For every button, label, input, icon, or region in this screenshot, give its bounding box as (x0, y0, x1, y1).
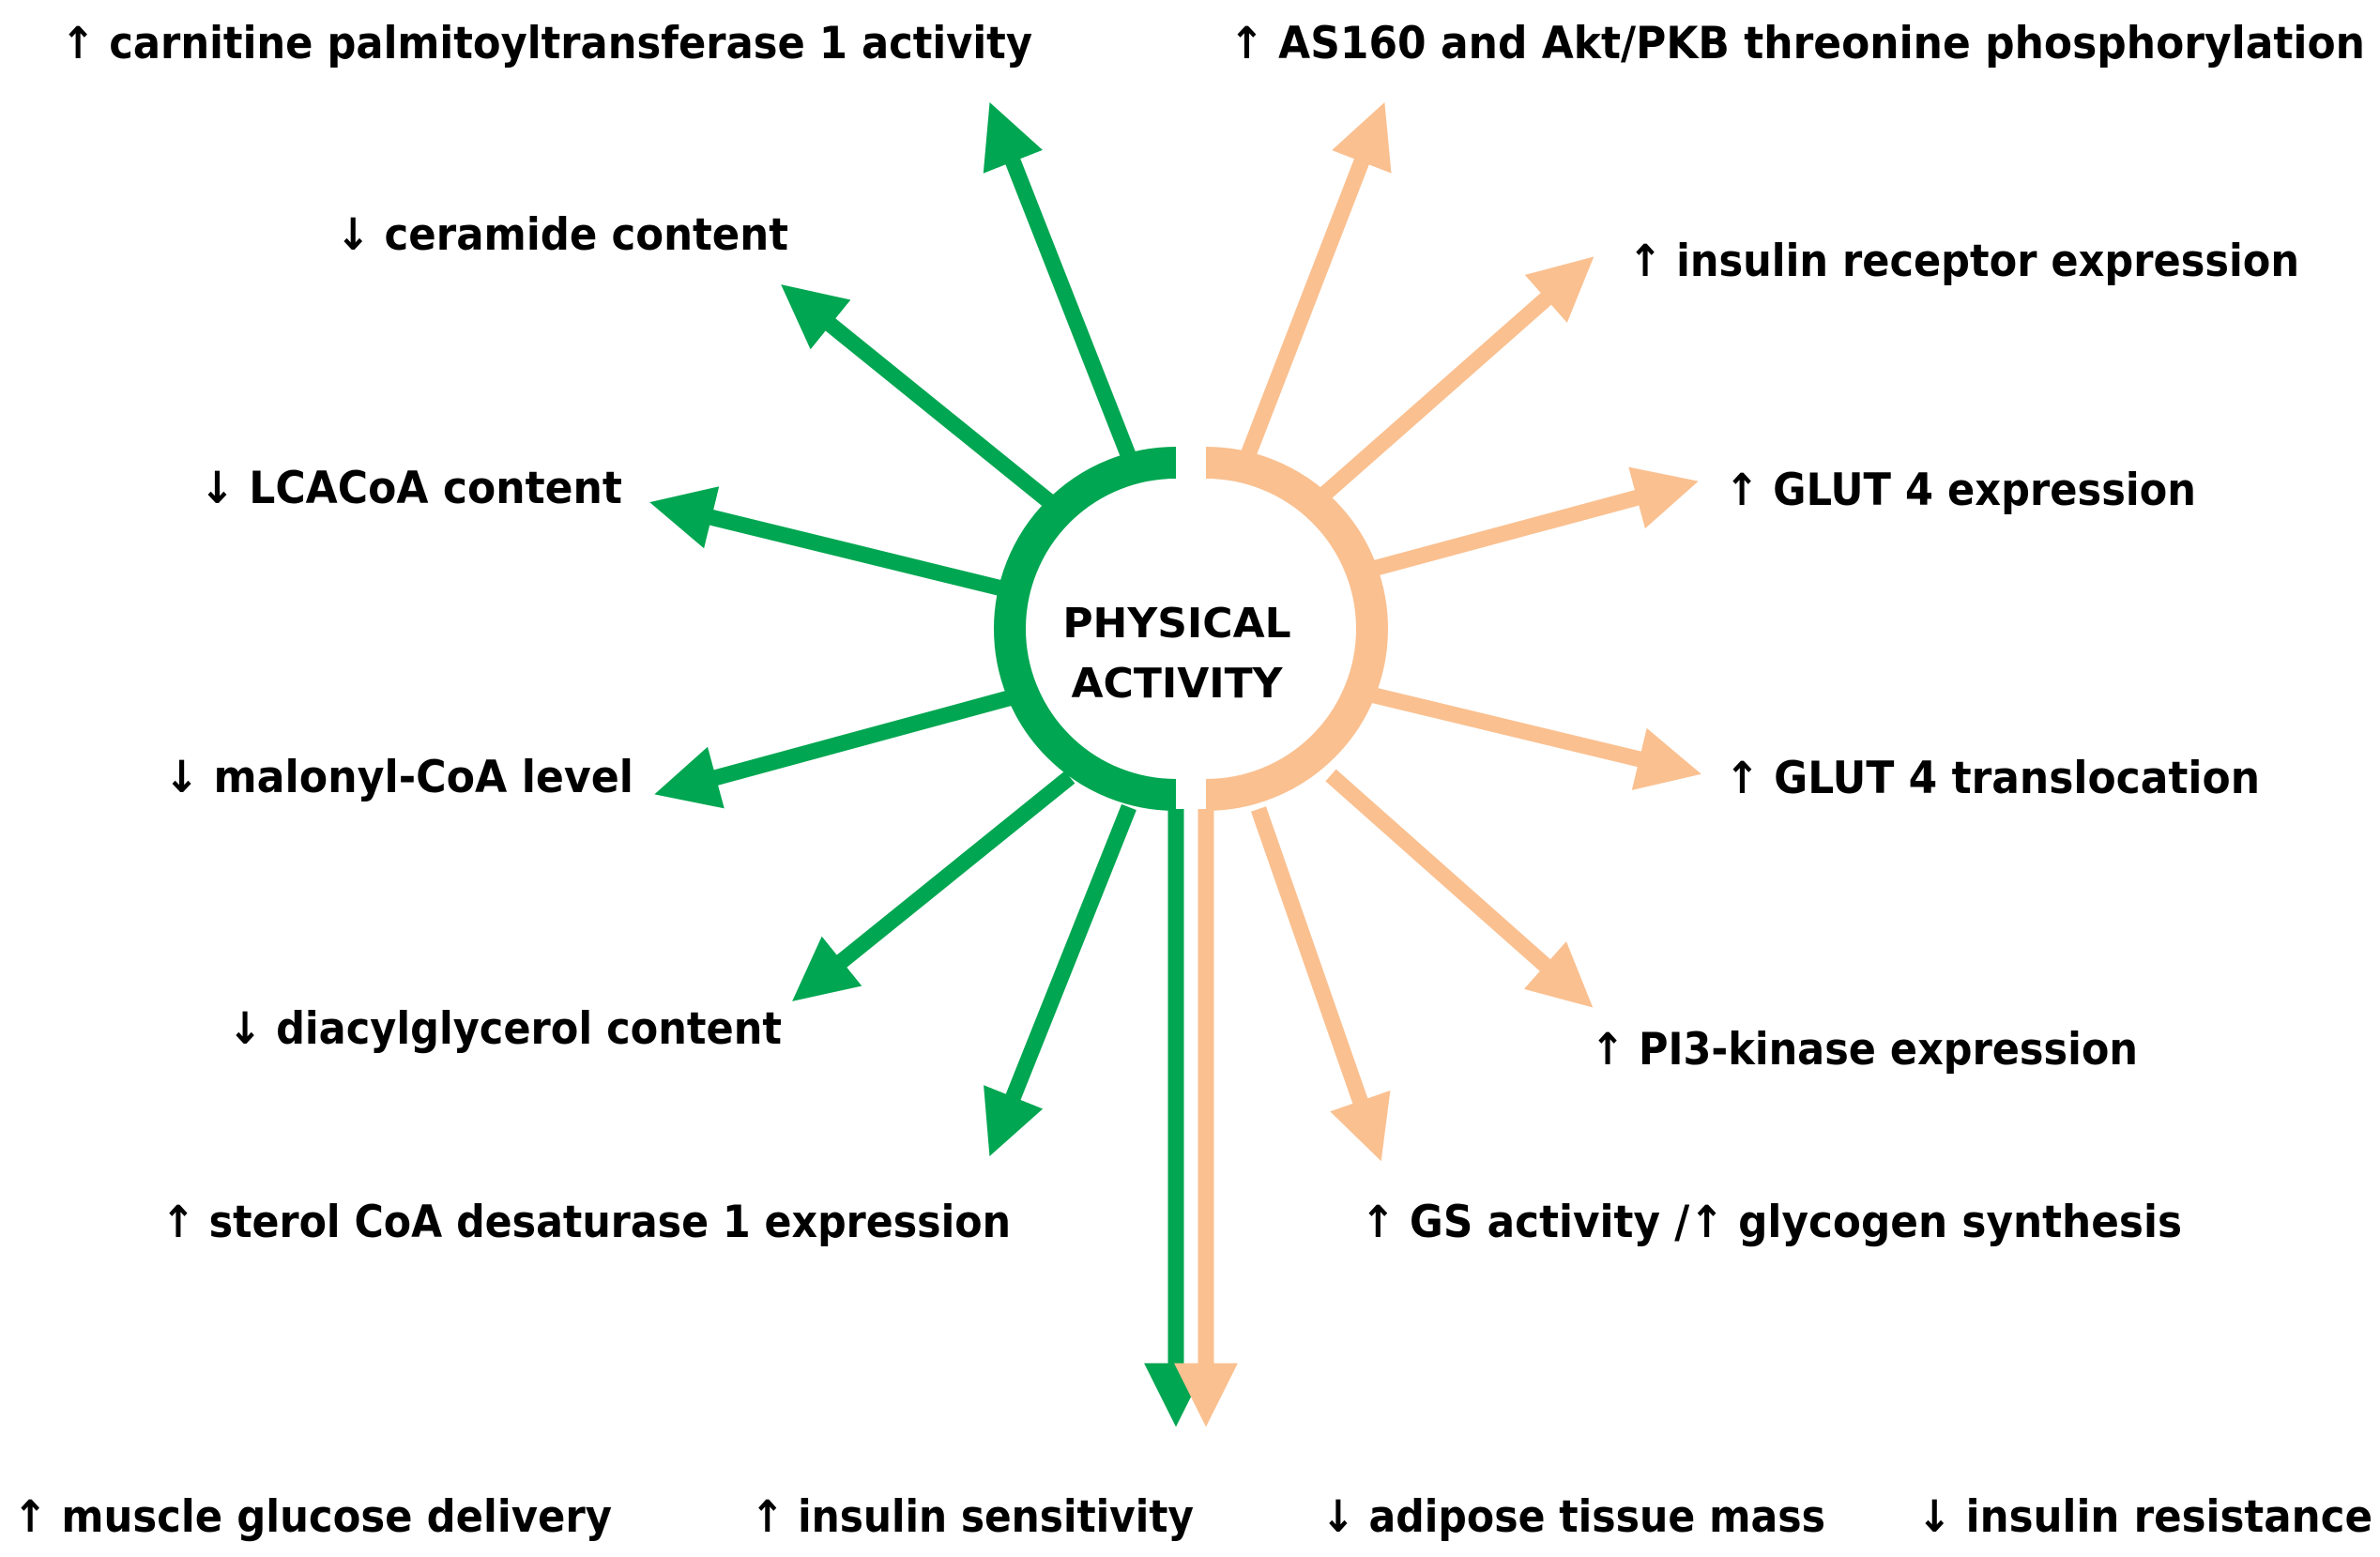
arrow-scd1 (984, 803, 1137, 1156)
label-glut4-translocation: ↑ GLUT 4 translocation (1725, 753, 2260, 804)
label-gs-activity: ↑ GS activity /↑ glycogen synthesis (1361, 1197, 2182, 1248)
label-insulin-resistance: ↓ insulin resistance (1917, 1491, 2372, 1543)
center-label-line2: ACTIVITY (1071, 660, 1283, 708)
arrow-glut4-expression (1356, 466, 1699, 581)
label-malonyl: ↓ malonyl-CoA level (164, 752, 633, 803)
arrow-pi3k (1325, 769, 1594, 1008)
label-glut4-expression: ↑ GLUT 4 expression (1725, 465, 2196, 516)
ring-peach-half (1205, 447, 1388, 811)
label-insulin-receptor: ↑ insulin receptor expression (1628, 236, 2299, 287)
arrow-glut4-translocation (1357, 683, 1701, 790)
label-cpt1: ↑ carnitine palmitoyltransferase 1 activ… (61, 18, 1032, 69)
label-ceramide: ↓ ceramide content (336, 209, 788, 261)
arrow-insulin-receptor (1304, 256, 1594, 513)
label-insulin-sensitivity: ↑ insulin sensitivity (751, 1491, 1194, 1543)
arrow-gs-activity (1250, 806, 1391, 1162)
label-as160: ↑ AS160 and Akt/PKB threonine phosphoryl… (1229, 18, 2365, 69)
label-adipose-mass: ↓ adipose tissue mass (1321, 1491, 1825, 1543)
label-lcacoa: ↓ LCACoA content (200, 463, 622, 514)
ring-green-half (994, 447, 1177, 811)
arrow-dag (792, 771, 1076, 1001)
label-muscle-glucose: ↑ muscle glucose delivery (13, 1491, 612, 1543)
label-dag: ↓ diacylglycerol content (228, 1003, 782, 1055)
arrow-cpt1 (983, 102, 1137, 461)
arrow-ceramide (781, 284, 1061, 513)
label-pi3k: ↑ PI3-kinase expression (1591, 1024, 2138, 1076)
arrow-as160 (1240, 101, 1392, 461)
arrow-malonyl (654, 688, 1018, 809)
label-scd1: ↑ sterol CoA desaturase 1 expression (161, 1197, 1011, 1248)
center-label-line1: PHYSICAL (1062, 600, 1290, 648)
arrow-lcacoa (649, 486, 1016, 600)
